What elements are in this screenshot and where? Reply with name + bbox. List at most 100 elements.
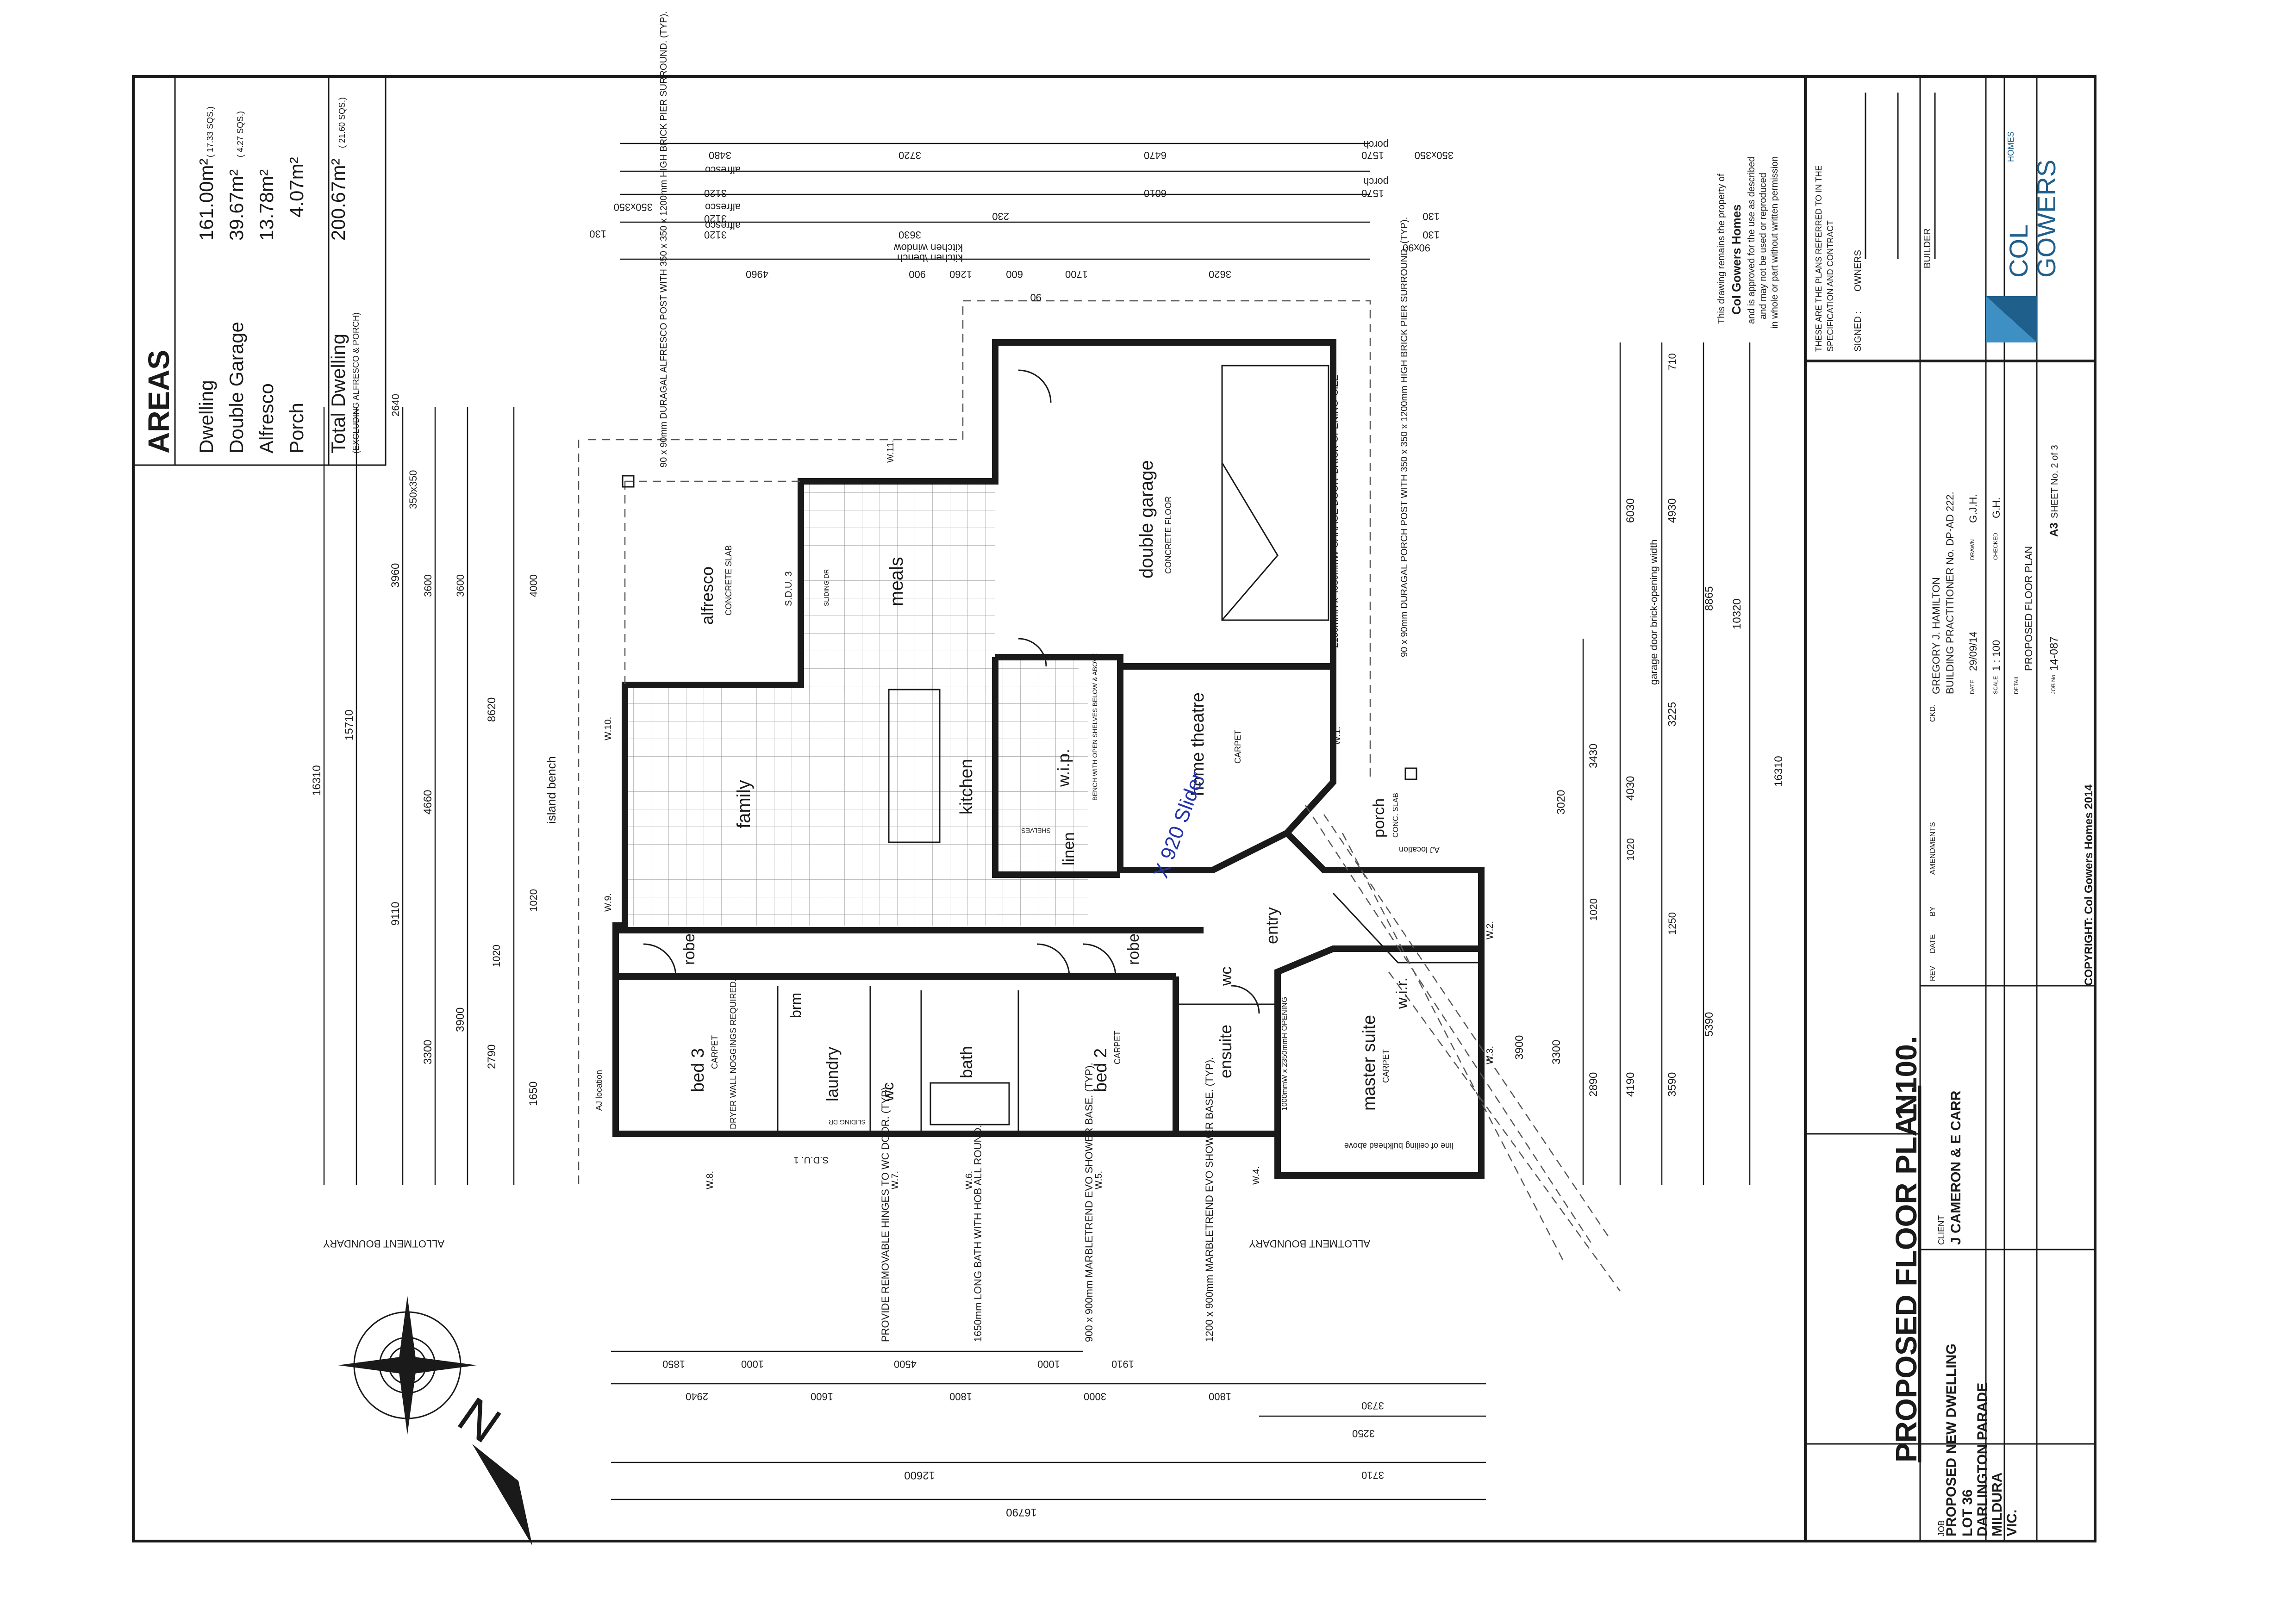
room-entry: entry xyxy=(1262,907,1281,944)
note-shower-base-2: 1200 x 900mm MARBLETREND EVO SHOWER BASE… xyxy=(1204,1057,1215,1342)
window-w5: W.5. xyxy=(1094,1171,1104,1189)
room-wc-main: wc xyxy=(880,1082,897,1102)
room-master-suite: master suite xyxy=(1360,1015,1379,1111)
dim-top-porch-2: porch xyxy=(1363,176,1389,187)
room-garage-sub: CONCRETE FLOOR xyxy=(1164,496,1173,574)
dim-right-3430: 3430 xyxy=(1587,744,1600,768)
date-label: DATE xyxy=(1969,680,1976,694)
note-aj-location-left: AJ location xyxy=(594,1070,604,1111)
dim-bottom-3000: 3000 xyxy=(1084,1391,1106,1402)
note-allotment-right: ALLOTMENT BOUNDARY xyxy=(1249,1238,1370,1250)
room-alfresco-sub: CONCRETE SLAB xyxy=(724,545,733,616)
dim-left-3900: 3900 xyxy=(454,1007,467,1032)
note-long-bath: 1650mm LONG BATH WITH HOB ALL ROUND. xyxy=(972,1125,984,1342)
dim-right-3300: 3300 xyxy=(1550,1040,1563,1064)
dim-top-1570: 1570 xyxy=(1361,149,1384,161)
dim-top-1260: 1260 xyxy=(949,268,972,280)
date-value: 29/09/14 xyxy=(1967,631,1979,671)
dim-bottom-1000-b: 1000 xyxy=(1037,1358,1060,1370)
dim-top-130-c: 130 xyxy=(1423,229,1440,241)
window-w10: W.10. xyxy=(603,717,613,740)
alfresco-outline xyxy=(624,480,801,685)
area-name-total: Total Dwelling xyxy=(327,334,349,454)
dim-top-kitchen-bench: kitchen \bench xyxy=(897,252,963,264)
job-no-value: 14-087 xyxy=(2048,636,2060,671)
col-gowers-logo: COL HOMES GOWERS xyxy=(1986,131,2061,342)
job-label: JOB xyxy=(1937,1520,1946,1536)
client-label: CLIENT xyxy=(1937,1215,1946,1245)
bottom-dimensions: 1850 1000 4500 1000 1910 2940 1600 1800 … xyxy=(611,1350,1486,1518)
scale-label: SCALE xyxy=(1992,676,1999,694)
areas-table: AREAS Dwelling 161.00m² ( 17.33 SQS.) Do… xyxy=(132,75,387,466)
room-robe-left: robe xyxy=(680,933,698,965)
note-sdu1: S.D.U. 1 xyxy=(793,1155,829,1165)
room-wc-ensuite: wc xyxy=(1217,966,1235,986)
drawn-value: G.J.H. xyxy=(1967,494,1979,523)
dim-top-porch-1: porch xyxy=(1363,139,1389,150)
wir-wall xyxy=(1332,892,1481,964)
dim-right-3900: 3900 xyxy=(1513,1035,1526,1060)
area-name-porch: Porch xyxy=(286,403,307,454)
contract-line-2: SPECIFICATION AND CONTRACT xyxy=(1826,220,1835,352)
notice-line-4: and may not be used or reproduced xyxy=(1758,173,1768,319)
dim-top-3720: 3720 xyxy=(898,149,921,161)
compass-north: N xyxy=(448,1386,511,1454)
area-sqs-total: ( 21.60 SQS.) xyxy=(337,97,347,148)
room-meals: meals xyxy=(886,557,907,606)
property-notice: This drawing remains the property of Col… xyxy=(1716,93,1936,352)
note-sliding-dr: SLIDING DR xyxy=(823,569,830,606)
dim-bottom-16790: 16790 xyxy=(1006,1506,1037,1518)
dim-top-130-a: 130 xyxy=(1423,211,1440,222)
roof-line xyxy=(578,300,1371,1185)
garage-door-swing xyxy=(1221,462,1279,621)
area-value-dwelling: 161.00m² xyxy=(195,159,217,241)
dim-left-2640: 2640 xyxy=(390,394,401,417)
dim-bottom-4500: 4500 xyxy=(894,1358,917,1370)
area-name-garage: Double Garage xyxy=(225,322,247,454)
dim-right-710: 710 xyxy=(1666,353,1678,370)
theatre-wall xyxy=(1117,666,1289,873)
room-robe-right: robe xyxy=(1125,933,1142,965)
dim-right-1250: 1250 xyxy=(1666,912,1678,935)
dim-bottom-1910: 1910 xyxy=(1111,1358,1134,1370)
left-dimensions: 16310 15710 9110 3960 4660 3900 3300 279… xyxy=(311,394,540,1185)
area-sqs-dwelling: ( 17.33 SQS.) xyxy=(206,106,215,157)
dim-right-4190: 4190 xyxy=(1624,1072,1637,1097)
title-block: JOB PROPOSED NEW DWELLING LOT 36 DARLING… xyxy=(1929,445,2095,1536)
dim-bottom-1800-a: 1800 xyxy=(949,1391,972,1402)
dim-right-1020: 1020 xyxy=(1588,898,1599,921)
area-value-garage: 39.67m² xyxy=(225,169,247,241)
room-master-sub: CARPET xyxy=(1381,1049,1391,1083)
note-porch-post: 90 x 90mm DURAGAL PORCH POST WITH 350 x … xyxy=(1399,217,1410,657)
dim-right-6030: 6030 xyxy=(1624,498,1637,523)
room-bed2: bed 2 xyxy=(1091,1048,1111,1092)
dim-top-6470: 6470 xyxy=(1144,149,1167,161)
logo-line-2: GOWERS xyxy=(2032,160,2061,278)
note-handwritten-slider: X 920 Slider xyxy=(1149,769,1209,881)
note-aj-location-porch: AJ location xyxy=(1399,845,1440,854)
note-ensuite-opening: 1000mmW x 2350mmH OPENING xyxy=(1281,997,1289,1111)
window-w2: W.2. xyxy=(1485,921,1495,939)
dim-top-4960: 4960 xyxy=(746,268,768,280)
note-allotment-left: ALLOTMENT BOUNDARY xyxy=(323,1238,444,1250)
room-bath: bath xyxy=(957,1046,976,1078)
note-sdu3: S.D.U. 3 xyxy=(784,571,794,606)
diagonal-dimension-lines xyxy=(1304,805,1621,1292)
note-dryer-wall: DRYER WALL NOGGINGS REQUIRED. xyxy=(729,979,738,1129)
room-wip: w.i.p. xyxy=(1054,749,1073,787)
external-walls xyxy=(612,339,1485,1179)
checked-value: G.H. xyxy=(1990,497,2002,518)
practitioner: GREGORY J. HAMILTON xyxy=(1930,577,1942,694)
dim-left-8620: 8620 xyxy=(486,697,498,722)
dim-bottom-1600: 1600 xyxy=(811,1391,833,1402)
job-line-1: PROPOSED NEW DWELLING xyxy=(1944,1343,1959,1536)
dim-left-350x350: 350x350 xyxy=(407,470,419,509)
dim-left-1020-b: 1020 xyxy=(491,945,502,967)
dim-left-3300: 3300 xyxy=(422,1040,434,1064)
copyright: COPYRIGHT: Col Gowers Homes 2014 xyxy=(2083,784,2095,986)
area-total-note: (EXCLUDING ALFRESCO & PORCH) xyxy=(351,312,361,454)
area-value-alfresco: 13.78m² xyxy=(256,169,277,241)
detail-value: PROPOSED FLOOR PLAN xyxy=(2023,546,2034,671)
job-line-3: DARLINGTON PARADE xyxy=(1975,1383,1990,1536)
